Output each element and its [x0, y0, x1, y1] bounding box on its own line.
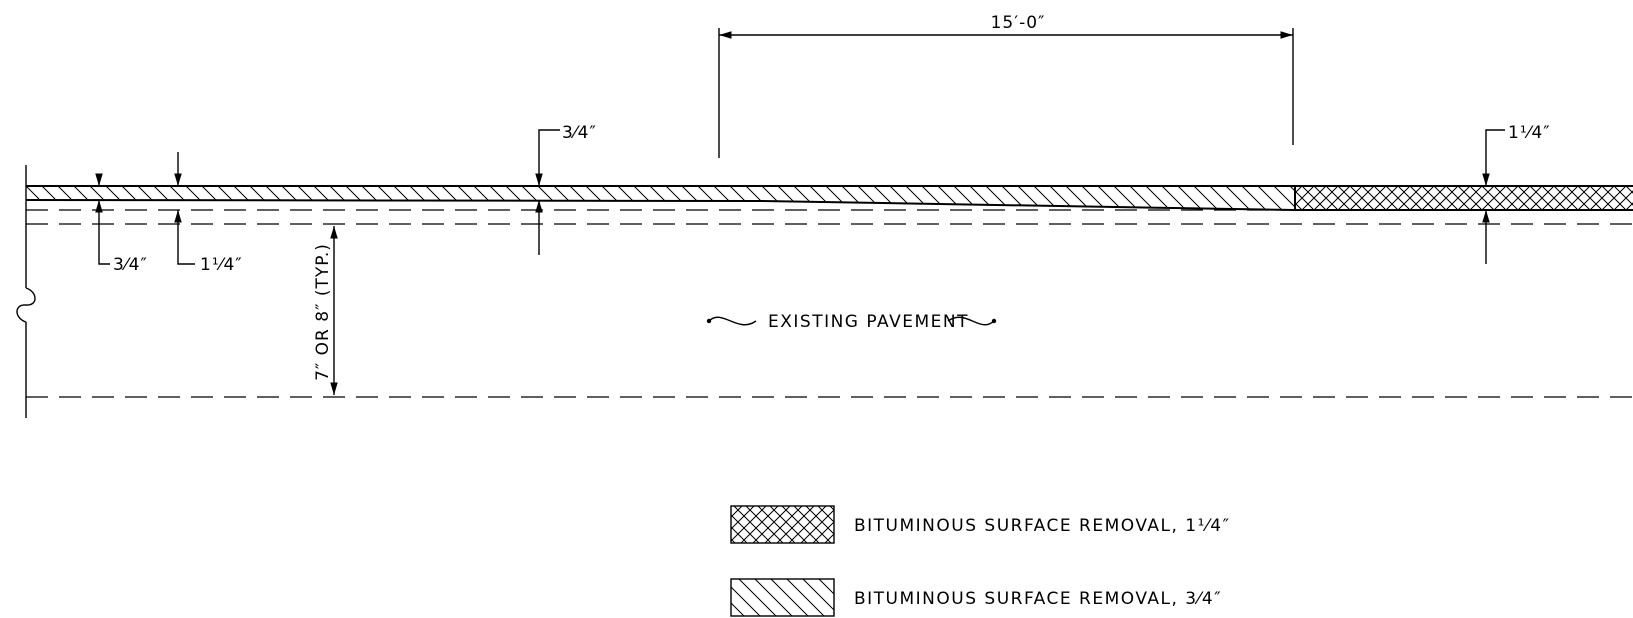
legend-item-crosshatch: BITUMINOUS SURFACE REMOVAL, 1¹⁄4″: [730, 505, 1230, 544]
right-one-quarter-dimension: 1¹⁄4″: [1482, 123, 1551, 264]
existing-pavement-callout: EXISTING PAVEMENT: [706, 312, 997, 332]
legend: BITUMINOUS SURFACE REMOVAL, 1¹⁄4″ BITUMI…: [730, 505, 1230, 617]
right-one-quarter-label: 1¹⁄4″: [1508, 123, 1551, 143]
middle-three-quarter-dimension: 3⁄4″: [535, 123, 597, 255]
pavement-depth-label: 7″ OR 8″ (TYP.): [313, 243, 333, 381]
reference-dashes: [26, 209, 1633, 398]
diagonal-swatch: [730, 578, 835, 617]
taper-length-dimension: 15′-0″: [718, 13, 1294, 158]
taper-length-label: 15′-0″: [991, 13, 1046, 33]
left-three-quarter-label: 3⁄4″: [113, 255, 148, 275]
legend-item-diagonal: BITUMINOUS SURFACE REMOVAL, 3⁄4″: [730, 578, 1222, 617]
left-one-quarter-label: 1¹⁄4″: [200, 255, 243, 275]
left-three-quarter-dimension: 3⁄4″: [95, 173, 148, 275]
left-break-line: [16, 165, 36, 418]
crosshatch-removal-region: [1295, 186, 1633, 210]
left-one-quarter-dimension: 1¹⁄4″: [174, 152, 243, 275]
legend-label-crosshatch: BITUMINOUS SURFACE REMOVAL, 1¹⁄4″: [854, 516, 1230, 536]
surface-layers: [25, 185, 1633, 211]
crosshatch-swatch: [730, 505, 835, 544]
existing-pavement-label: EXISTING PAVEMENT: [768, 312, 969, 332]
middle-three-quarter-label: 3⁄4″: [562, 123, 597, 143]
legend-label-diagonal: BITUMINOUS SURFACE REMOVAL, 3⁄4″: [854, 589, 1222, 609]
pavement-depth-dimension: 7″ OR 8″ (TYP.): [313, 226, 338, 395]
